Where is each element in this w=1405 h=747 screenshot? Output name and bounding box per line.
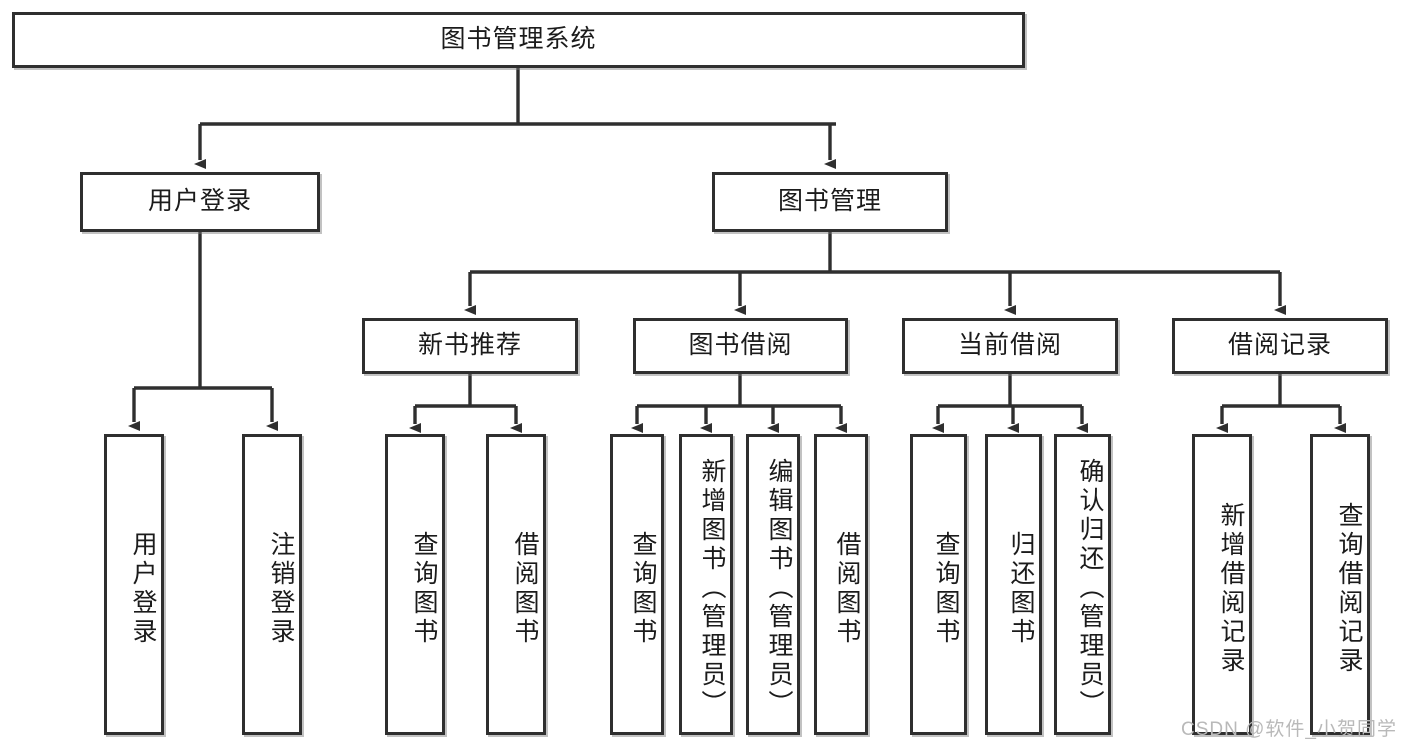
node-label: 借阅图书 xyxy=(511,530,539,647)
node-label: 编辑图书（管理员） xyxy=(765,458,793,719)
node-book-borrow[interactable]: 图书借阅 xyxy=(633,318,848,374)
node-root[interactable]: 图书管理系统 xyxy=(12,12,1025,68)
node-new-book-recommend[interactable]: 新书推荐 xyxy=(362,318,578,374)
node-leaf-query-book-current[interactable]: 查询图书 xyxy=(910,434,967,735)
node-label: 新增图书（管理员） xyxy=(698,458,726,719)
node-leaf-query-borrow-record[interactable]: 查询借阅记录 xyxy=(1310,434,1370,735)
node-book-manage[interactable]: 图书管理 xyxy=(712,172,948,232)
node-label: 确认归还（管理员） xyxy=(1076,458,1104,719)
node-leaf-edit-book-admin[interactable]: 编辑图书（管理员） xyxy=(746,434,800,735)
node-leaf-borrow-book-rec[interactable]: 借阅图书 xyxy=(486,434,546,735)
node-leaf-query-book-borrow[interactable]: 查询图书 xyxy=(610,434,664,735)
node-leaf-add-book-admin[interactable]: 新增图书（管理员） xyxy=(679,434,733,735)
node-user-login[interactable]: 用户登录 xyxy=(80,172,320,232)
node-label: 用户登录 xyxy=(129,530,157,647)
node-label: 新增借阅记录 xyxy=(1217,501,1245,676)
node-borrow-record[interactable]: 借阅记录 xyxy=(1172,318,1388,374)
node-current-borrow[interactable]: 当前借阅 xyxy=(902,318,1118,374)
node-label: 借阅图书 xyxy=(833,530,861,647)
node-leaf-user-logout[interactable]: 注销登录 xyxy=(242,434,302,735)
node-leaf-confirm-return-admin[interactable]: 确认归还（管理员） xyxy=(1054,434,1111,735)
node-leaf-query-book-rec[interactable]: 查询图书 xyxy=(385,434,445,735)
node-leaf-borrow-book[interactable]: 借阅图书 xyxy=(814,434,868,735)
node-leaf-return-book[interactable]: 归还图书 xyxy=(985,434,1042,735)
node-label: 查询图书 xyxy=(932,530,960,647)
node-label: 归还图书 xyxy=(1007,530,1035,647)
node-label: 查询借阅记录 xyxy=(1335,501,1363,676)
node-leaf-user-login[interactable]: 用户登录 xyxy=(104,434,164,735)
node-leaf-add-borrow-record[interactable]: 新增借阅记录 xyxy=(1192,434,1252,735)
node-label: 查询图书 xyxy=(410,530,438,647)
node-label: 注销登录 xyxy=(267,530,295,647)
watermark: CSDN @软件_小贺同学 xyxy=(1181,719,1397,740)
node-label: 查询图书 xyxy=(629,530,657,647)
